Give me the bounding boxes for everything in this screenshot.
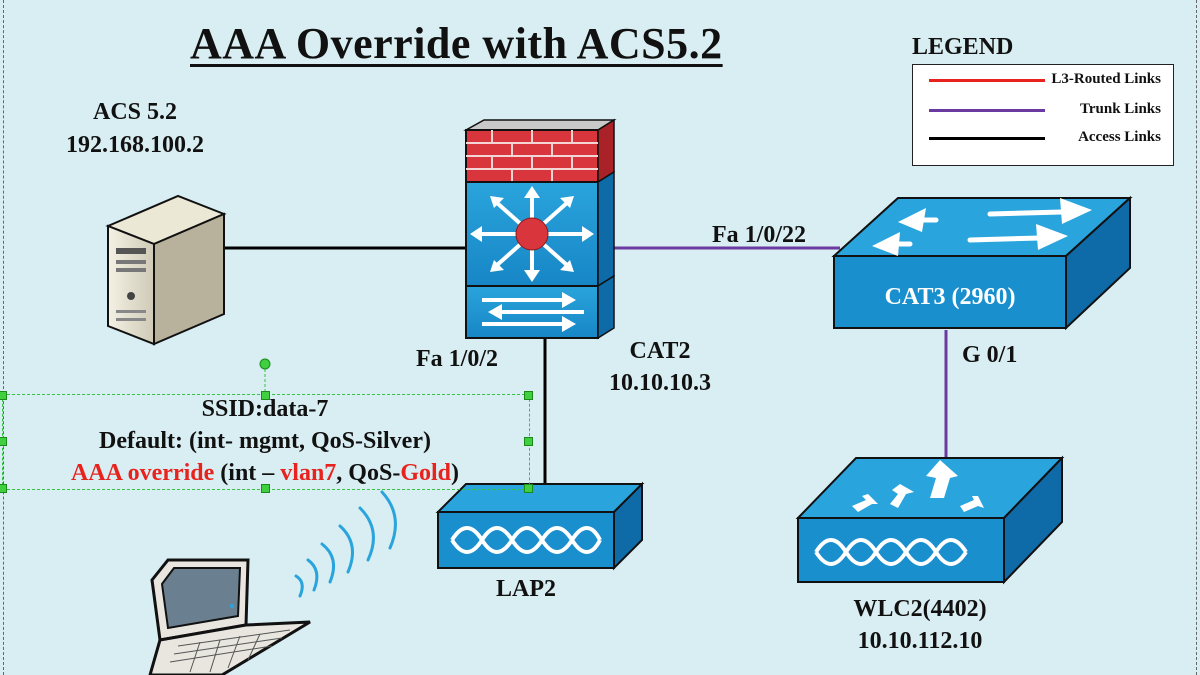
cat2-port-fa1-0-22-label: Fa 1/0/22: [712, 222, 806, 248]
cat2-port-fa1-0-2-label: Fa 1/0/2: [416, 346, 498, 372]
acs-name-label: ACS 5.2: [92, 99, 177, 125]
resize-handle[interactable]: [524, 484, 533, 493]
qos-text: , QoS-: [336, 460, 401, 486]
cat2-name-label: CAT2: [629, 338, 691, 364]
ssid-aaa-override-line: AAA override (int – vlan7, QoS-Gold): [2, 458, 528, 488]
vlan7-text: vlan7: [280, 460, 337, 486]
legend-label-l3: L3-Routed Links: [1051, 71, 1161, 87]
cat2-ip-label: 10.10.10.3: [609, 370, 711, 396]
aaa-override-text: AAA override: [70, 460, 215, 486]
resize-handle[interactable]: [524, 391, 533, 400]
wlc2-controller-icon: [795, 455, 1065, 585]
resize-handle[interactable]: [0, 391, 7, 400]
close-paren-text: ): [451, 460, 459, 486]
legend-line-access: [929, 137, 1045, 140]
resize-handle[interactable]: [261, 484, 270, 493]
legend-line-l3: [929, 79, 1045, 82]
wlc2-ip-label: 10.10.112.10: [857, 628, 983, 654]
resize-handle[interactable]: [261, 391, 270, 400]
legend-row-l3: L3-Routed Links: [913, 69, 1173, 93]
legend-row-trunk: Trunk Links: [913, 99, 1173, 123]
ssid-default-line: Default: (int- mgmt, QoS-Silver): [99, 428, 431, 454]
legend-label-access: Access Links: [1078, 129, 1161, 145]
page-border-left: [3, 0, 4, 675]
resize-handle[interactable]: [0, 484, 7, 493]
ssid-line: SSID:data-7: [201, 396, 329, 422]
resize-handle[interactable]: [524, 437, 533, 446]
legend-line-trunk: [929, 109, 1045, 112]
server-icon: [105, 194, 227, 346]
legend-label-trunk: Trunk Links: [1079, 101, 1161, 117]
wlc2-name-label: WLC2(4402): [853, 596, 987, 622]
laptop-icon: [148, 558, 311, 675]
lap2-access-point-icon: [435, 481, 645, 571]
legend-box: L3-Routed Links Trunk Links Access Links: [912, 64, 1174, 166]
acs-ip-label: 192.168.100.2: [66, 132, 204, 158]
cat3-port-g0-1-label: G 0/1: [962, 342, 1018, 368]
legend-row-access: Access Links: [913, 127, 1173, 151]
int-text: (int –: [214, 460, 281, 486]
legend-heading: LEGEND: [912, 34, 1014, 60]
wireless-signal-icon: [294, 490, 397, 598]
page-border-right: [1196, 0, 1197, 675]
diagram-title: AAA Override with ACS5.2: [190, 19, 723, 68]
cat3-name-label: CAT3 (2960): [884, 284, 1016, 310]
lap2-name-label: LAP2: [496, 576, 556, 602]
cat3-switch-icon: [831, 195, 1133, 331]
cat2-switch-icon: [463, 118, 617, 340]
gold-text: Gold: [400, 460, 451, 486]
resize-handle[interactable]: [0, 437, 7, 446]
